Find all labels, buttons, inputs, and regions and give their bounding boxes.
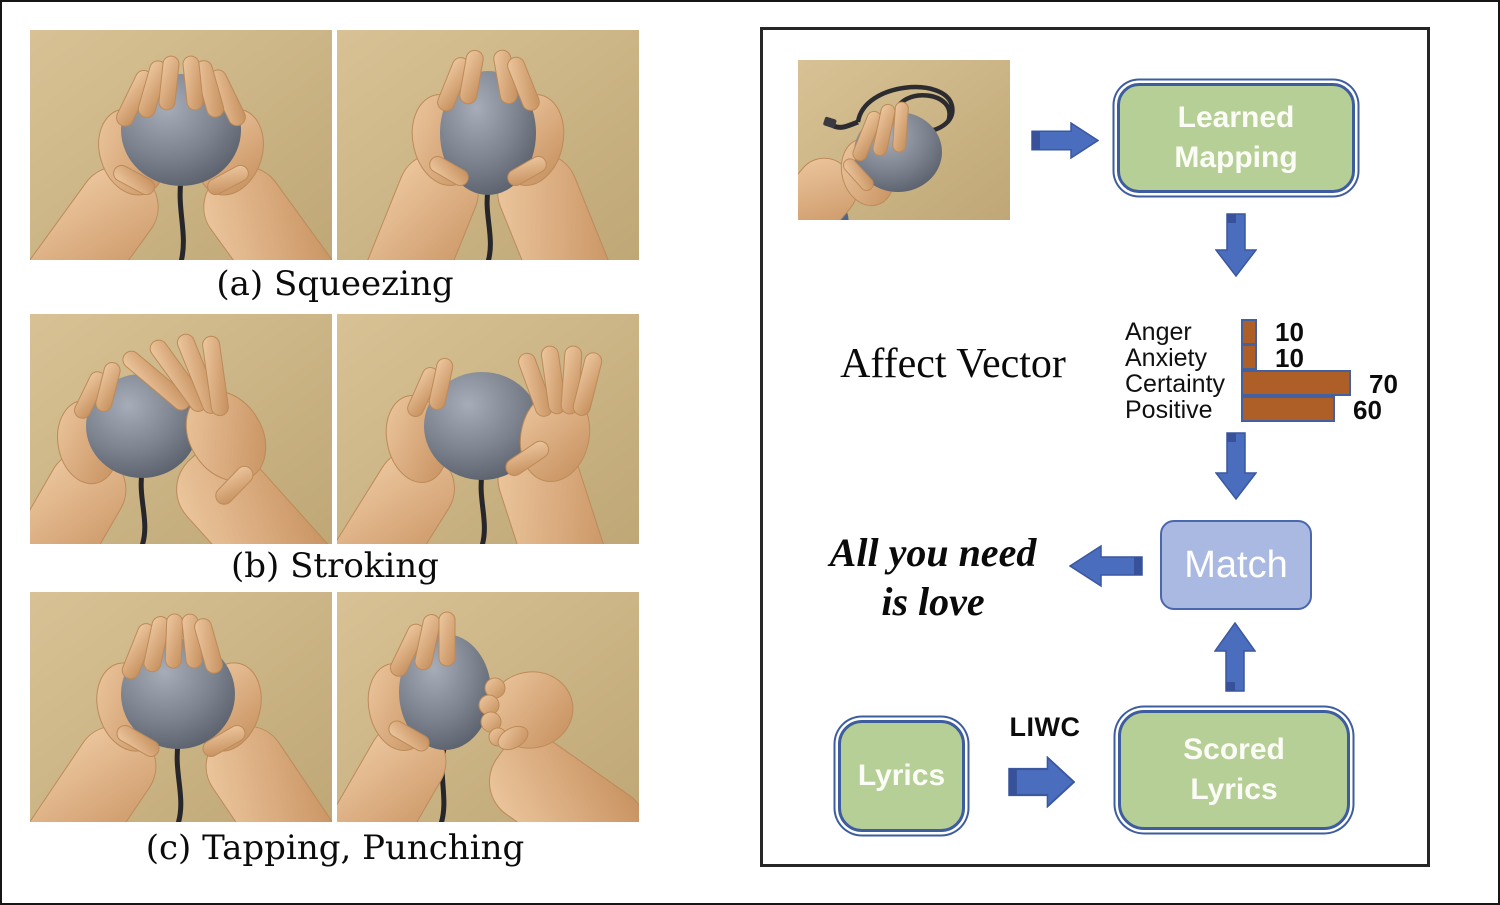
- chart-label-anxiety: Anxiety: [1125, 343, 1207, 372]
- chart-label-anger: Anger: [1125, 317, 1192, 346]
- arrow-scored-lyrics-to-match: [1214, 622, 1256, 692]
- photo-stroking-left: [30, 314, 332, 544]
- caption-squeezing: (a) Squeezing: [216, 264, 454, 304]
- chart-value-certainty: 70: [1369, 368, 1398, 399]
- arrow-affect-vector-to-match: [1215, 432, 1257, 500]
- arrow-lyrics-to-scored-lyrics: [1008, 756, 1075, 808]
- chart-bar-anxiety: [1241, 344, 1257, 370]
- chart-bar-positive: [1241, 396, 1335, 422]
- chart-value-anxiety: 10: [1275, 342, 1304, 373]
- chart-label-positive: Positive: [1125, 395, 1213, 424]
- chart-row-anxiety: Anxiety 10: [1125, 342, 1398, 373]
- chart-row-anger: Anger 10: [1125, 316, 1398, 347]
- photo-ball-with-cable: [798, 60, 1010, 220]
- photo-squeezing-left: [30, 30, 332, 260]
- chart-bar-certainty: [1241, 370, 1351, 396]
- photo-punching-right: [337, 592, 639, 822]
- output-lyric-line1: All you need: [829, 530, 1037, 575]
- scored-lyrics-label: Scored Lyrics: [1183, 732, 1285, 807]
- chart-row-positive: Positive 60: [1125, 394, 1398, 425]
- learned-mapping-label: Learned Mapping: [1174, 100, 1298, 175]
- lyrics-label: Lyrics: [857, 758, 946, 792]
- chart-value-positive: 60: [1353, 394, 1382, 425]
- photo-tapping-left: [30, 592, 332, 822]
- chart-label-certainty: Certainty: [1125, 369, 1226, 398]
- chart-value-anger: 10: [1275, 316, 1304, 347]
- arrow-match-to-output: [1069, 544, 1143, 588]
- photo-squeezing-right: [337, 30, 639, 260]
- photo-row-tapping: [30, 592, 640, 822]
- arrow-photo-to-learned-mapping: [1031, 122, 1099, 159]
- output-lyric-line2: is love: [881, 579, 985, 624]
- match-label: Match: [1184, 543, 1288, 586]
- lyrics-box: Lyrics: [838, 720, 965, 832]
- liwc-label: LIWC: [1009, 712, 1081, 742]
- pipeline-diagram-panel: Learned Mapping Affect Vector Anger 10 A…: [760, 27, 1430, 867]
- caption-stroking: (b) Stroking: [231, 546, 439, 586]
- caption-tapping-punching: (c) Tapping, Punching: [145, 828, 525, 868]
- affect-vector-chart: Anger 10 Anxiety 10 Certainty 70 Positiv…: [1125, 316, 1398, 425]
- match-box: Match: [1160, 520, 1312, 610]
- photo-row-stroking: [30, 314, 640, 544]
- output-lyric-text: All you need is love: [798, 528, 1068, 626]
- chart-bar-anger: [1241, 319, 1257, 345]
- scored-lyrics-box: Scored Lyrics: [1118, 710, 1350, 830]
- photo-stroking-right: [337, 314, 639, 544]
- arrow-learned-mapping-to-affect-vector: [1215, 213, 1257, 277]
- photo-row-squeezing: [30, 30, 640, 260]
- chart-row-certainty: Certainty 70: [1125, 368, 1398, 399]
- affect-vector-label: Affect Vector: [840, 341, 1066, 387]
- learned-mapping-box: Learned Mapping: [1117, 83, 1355, 193]
